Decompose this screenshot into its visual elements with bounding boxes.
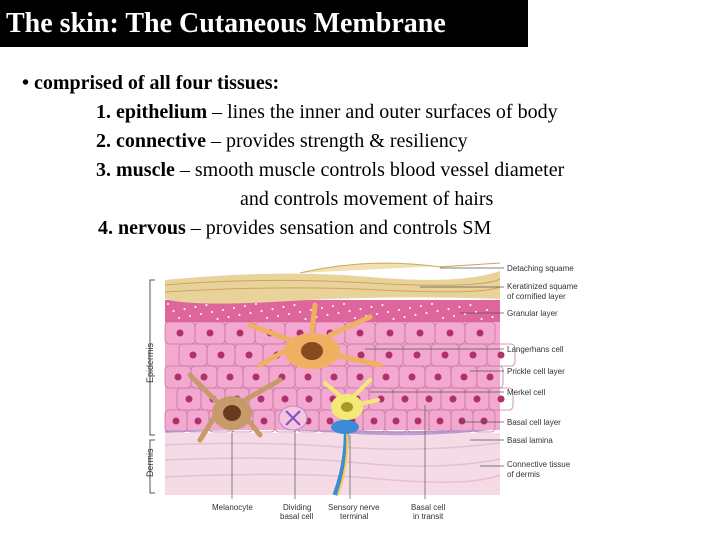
label-basal-lamina: Basal lamina — [507, 436, 553, 445]
detaching-squame — [299, 262, 501, 274]
title-bar: The skin: The Cutaneous Membrane — [0, 0, 528, 47]
item-term: muscle — [116, 159, 175, 181]
label-dividing: Dividing — [283, 503, 311, 512]
label-basal-cell-transit: Basal cell — [411, 503, 445, 512]
list-item-continuation: and controls movement of hairs — [240, 188, 493, 211]
label-basal-cell-layer: Basal cell layer — [507, 418, 561, 427]
melanocyte-dendrites — [187, 372, 283, 443]
dermis-layer — [165, 433, 500, 495]
item-number: 1. — [96, 101, 111, 123]
item-term: nervous — [118, 217, 186, 239]
dermis-label: Dermis — [145, 448, 155, 477]
list-item: 1. epithelium – lines the inner and oute… — [96, 101, 558, 124]
label-detaching-squame: Detaching squame — [507, 264, 574, 273]
epidermis-bracket — [149, 279, 155, 436]
label-cornified-layer: of cornified layer — [507, 292, 566, 301]
label-terminal: terminal — [340, 512, 369, 521]
label-melanocyte: Melanocyte — [212, 503, 253, 512]
label-in-transit: in transit — [413, 512, 444, 521]
item-number: 4. — [98, 217, 113, 239]
skin-diagram: Epidermis Dermis Detaching squame Kerati… — [145, 262, 578, 521]
label-basal-cell: basal cell — [280, 512, 314, 521]
item-desc: – lines the inner and outer surfaces of … — [207, 101, 558, 123]
item-number: 3. — [96, 159, 111, 181]
label-merkel-cell: Merkel cell — [507, 388, 545, 397]
label-sensory-nerve: Sensory nerve — [328, 503, 380, 512]
item-term: epithelium — [116, 101, 208, 123]
label-granular-layer: Granular layer — [507, 309, 558, 318]
item-desc: – smooth muscle controls blood vessel di… — [174, 159, 565, 181]
label-prickle-cell-layer: Prickle cell layer — [507, 367, 565, 376]
nerve-terminal — [331, 420, 359, 434]
item-desc: – provides strength & resiliency — [205, 130, 468, 152]
list-item: 3. muscle – smooth muscle controls blood… — [96, 159, 564, 182]
label-langerhans-cell: Langerhans cell — [507, 345, 564, 354]
cornified-layer — [165, 271, 500, 304]
label-connective-tissue: Connective tissue — [507, 460, 571, 469]
label-keratinized-squame: Keratinized squame — [507, 282, 578, 291]
bullet-intro: • comprised of all four tissues: — [22, 72, 280, 94]
langerhans-dendrites — [247, 302, 383, 368]
list-item: 4. nervous – provides sensation and cont… — [98, 217, 491, 240]
slide-title: The skin: The Cutaneous Membrane — [6, 8, 446, 39]
item-continuation: and controls movement of hairs — [240, 188, 494, 210]
label-of-dermis: of dermis — [507, 470, 540, 479]
list-item: 2. connective – provides strength & resi… — [96, 130, 468, 153]
item-term: connective — [116, 130, 206, 152]
item-desc: – provides sensation and controls SM — [185, 217, 492, 239]
dermis-bracket — [149, 439, 155, 494]
item-number: 2. — [96, 130, 111, 152]
granular-layer — [165, 300, 500, 322]
epidermis-label: Epidermis — [145, 342, 155, 383]
